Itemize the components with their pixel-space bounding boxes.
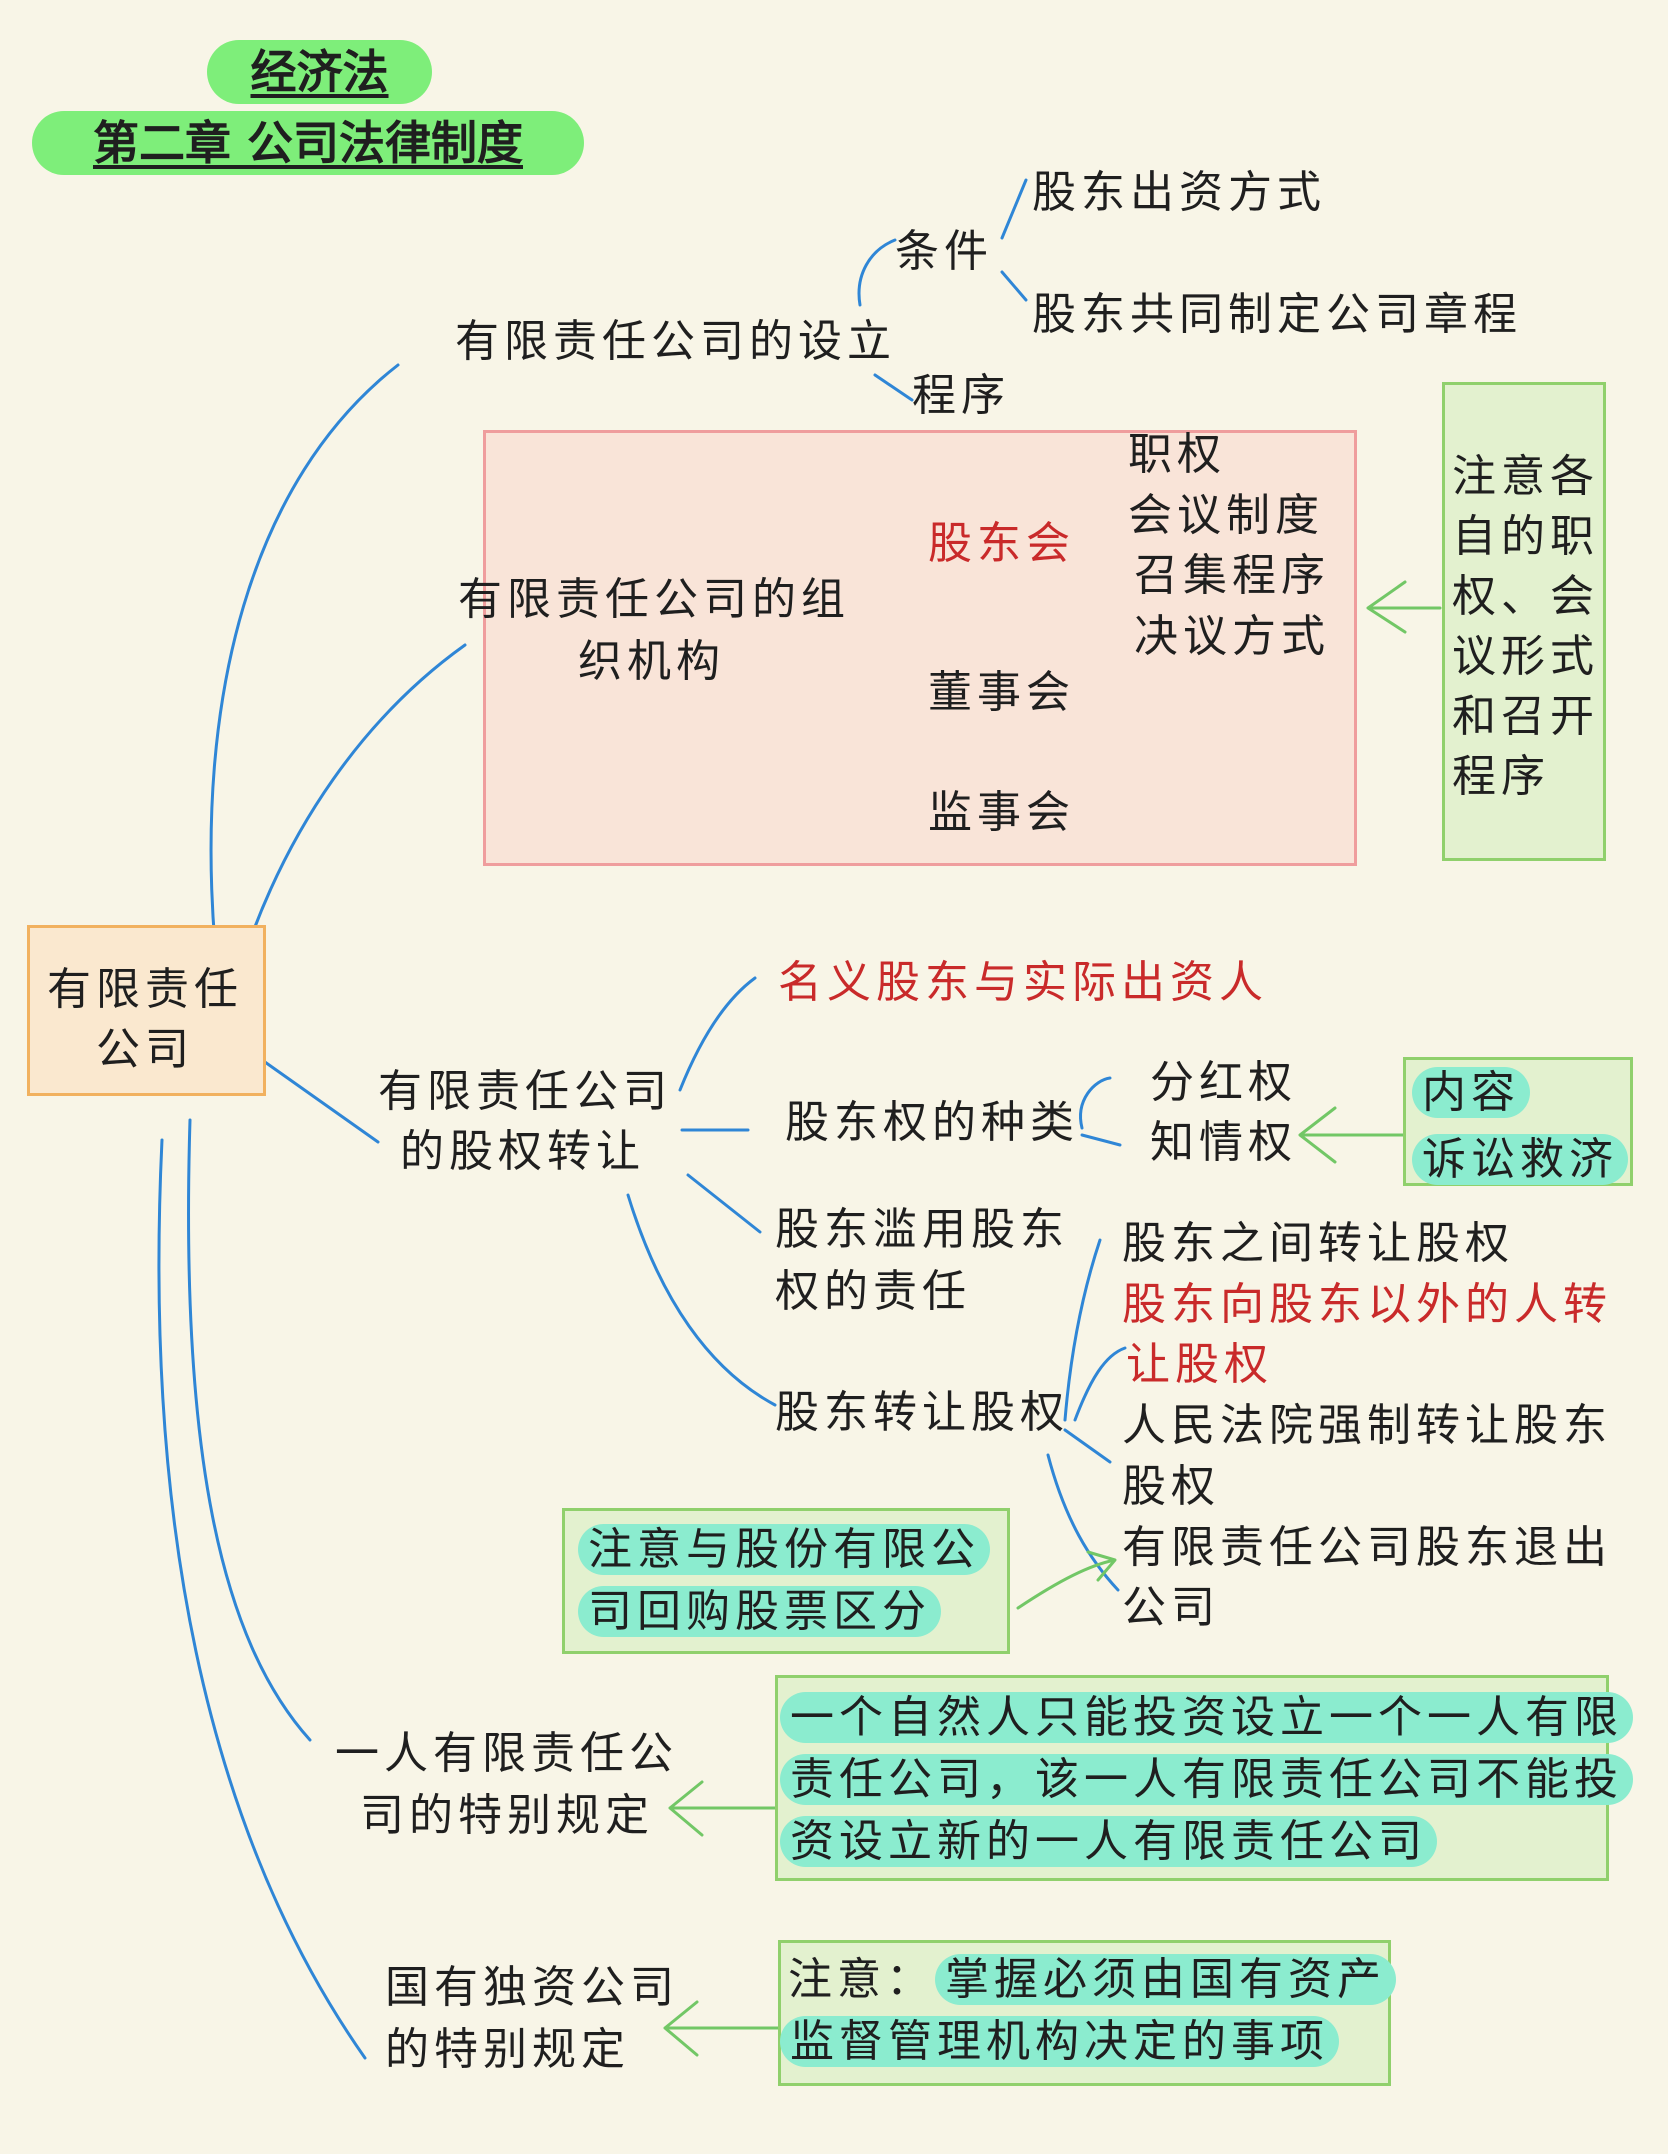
link-equity-nominee xyxy=(678,976,757,1092)
link-transfer-exit xyxy=(1046,1453,1120,1592)
court-transfer-label-line1: 人民法院强制转让股东 xyxy=(1122,1400,1612,1451)
branch-equity-label-line2: 的股权转让 xyxy=(400,1126,645,1177)
meeting-item: 职权 xyxy=(1128,429,1226,480)
link-root-equity xyxy=(253,1053,380,1144)
court-transfer-label-line2: 股权 xyxy=(1122,1461,1220,1512)
arrow-state-note xyxy=(663,2000,782,2057)
setup-condition-item: 股东出资方式 xyxy=(1032,167,1326,218)
arrow-rights-note xyxy=(1298,1106,1407,1164)
link-root-state xyxy=(157,1138,367,2060)
link-conditions-item1 xyxy=(1000,178,1028,240)
link-root-one-person xyxy=(187,1118,312,1742)
transfer-outside-label-line2: 让股权 xyxy=(1126,1339,1273,1390)
right-item: 分红权 xyxy=(1150,1057,1297,1108)
setup-condition-item: 股东共同制定公司章程 xyxy=(1032,289,1522,340)
org-note-box xyxy=(1442,382,1606,861)
shareholder-exit-label-line1: 有限责任公司股东退出 xyxy=(1122,1522,1612,1573)
shareholders-meeting-label: 股东会 xyxy=(928,518,1075,569)
rights-note-line: 内容 xyxy=(1412,1063,1530,1123)
branch-one-person-label-line2: 司的特别规定 xyxy=(360,1790,654,1841)
branch-state-label-line1: 国有独资公司 xyxy=(385,1962,679,2013)
buyback-note-highlight: 注意与股份有限公 xyxy=(578,1524,990,1575)
rights-note-highlight: 内容 xyxy=(1412,1067,1530,1118)
link-equity-abuse xyxy=(686,1173,762,1234)
one-person-note-highlight: 一个自然人只能投资设立一个一人有限 xyxy=(780,1692,1633,1743)
org-note-line: 和召开 xyxy=(1452,691,1599,742)
one-person-note-line: 资设立新的一人有限责任公司 xyxy=(780,1812,1437,1872)
nominee-shareholder-label: 名义股东与实际出资人 xyxy=(778,957,1268,1008)
branch-state-label-line2: 的特别规定 xyxy=(385,2024,630,2075)
link-root-setup xyxy=(209,363,400,947)
rights-types-label: 股东权的种类 xyxy=(785,1097,1079,1148)
rights-note-highlight: 诉讼救济 xyxy=(1412,1134,1628,1185)
arrow-one-person-note xyxy=(668,1780,777,1837)
link-transfer-outside xyxy=(1073,1346,1127,1422)
arrow-org-note xyxy=(1366,580,1442,634)
link-transfer-between xyxy=(1063,1238,1102,1422)
link-rights-dividend xyxy=(1079,1076,1112,1130)
state-note-prefix: 注意： xyxy=(788,1954,935,2005)
link-transfer-court xyxy=(1063,1428,1112,1464)
supervisors-label: 监事会 xyxy=(928,787,1075,838)
org-note-line: 自的职 xyxy=(1452,511,1599,562)
board-label: 董事会 xyxy=(928,667,1075,718)
root-node-label: 有限责任公司 xyxy=(47,964,243,1075)
abuse-liability-label-line2: 权的责任 xyxy=(775,1266,971,1317)
one-person-note-highlight: 资设立新的一人有限责任公司 xyxy=(780,1816,1437,1867)
link-setup-conditions xyxy=(857,238,897,307)
link-conditions-item2 xyxy=(1000,270,1028,302)
org-note-line: 注意各 xyxy=(1452,451,1599,502)
meeting-item: 决议方式 xyxy=(1134,611,1330,662)
branch-one-person-label-line1: 一人有限责任公 xyxy=(335,1728,678,1779)
transfer-equity-label: 股东转让股权 xyxy=(775,1387,1069,1438)
right-item: 知情权 xyxy=(1150,1117,1297,1168)
transfer-between-label: 股东之间转让股权 xyxy=(1122,1218,1514,1269)
state-note-highlight: 监督管理机构决定的事项 xyxy=(780,2016,1339,2067)
buyback-note-highlight: 司回购股票区分 xyxy=(578,1586,941,1637)
link-equity-transfer xyxy=(626,1193,777,1407)
org-note-line: 议形式 xyxy=(1452,631,1599,682)
org-note-line: 程序 xyxy=(1452,751,1550,802)
chapter-title: 第二章 公司法律制度 xyxy=(32,111,584,175)
branch-setup-label: 有限责任公司的设立 xyxy=(455,316,896,367)
org-note-text: 注意各 自的职 权、会 议形式 和召开 程序 xyxy=(1452,447,1599,807)
one-person-note-highlight: 责任公司，该一人有限责任公司不能投 xyxy=(780,1754,1633,1805)
meeting-item: 召集程序 xyxy=(1134,550,1330,601)
setup-procedure-label: 程序 xyxy=(912,370,1010,421)
abuse-liability-label-line1: 股东滥用股东 xyxy=(775,1204,1069,1255)
state-note-line: 监督管理机构决定的事项 xyxy=(780,2012,1339,2072)
link-root-org xyxy=(248,643,467,942)
state-note-highlight: 掌握必须由国有资产 xyxy=(935,1954,1396,2005)
link-rights-info xyxy=(1080,1133,1122,1147)
branch-equity-label-line1: 有限责任公司 xyxy=(378,1066,672,1117)
org-structure-box xyxy=(483,430,1357,866)
shareholder-exit-label-line2: 公司 xyxy=(1122,1582,1220,1633)
state-note-line: 注意：掌握必须由国有资产 xyxy=(788,1950,1396,2010)
branch-org-label-line1: 有限责任公司的组 xyxy=(458,574,850,625)
buyback-note-line: 司回购股票区分 xyxy=(578,1582,941,1642)
subject-title: 经济法 xyxy=(207,40,432,104)
transfer-outside-label-line1: 股东向股东以外的人转 xyxy=(1122,1279,1612,1330)
one-person-note-line: 一个自然人只能投资设立一个一人有限 xyxy=(780,1688,1633,1748)
meeting-item: 会议制度 xyxy=(1128,490,1324,541)
branch-org-label-line2: 织机构 xyxy=(578,636,725,687)
setup-conditions-label: 条件 xyxy=(895,226,993,277)
rights-note-line: 诉讼救济 xyxy=(1412,1130,1628,1190)
one-person-note-line: 责任公司，该一人有限责任公司不能投 xyxy=(780,1750,1633,1810)
root-node xyxy=(27,925,266,1096)
link-setup-procedure xyxy=(873,373,914,402)
org-note-line: 权、会 xyxy=(1452,571,1599,622)
buyback-note-line: 注意与股份有限公 xyxy=(578,1520,990,1580)
arrow-buyback-note xyxy=(1016,1550,1117,1610)
